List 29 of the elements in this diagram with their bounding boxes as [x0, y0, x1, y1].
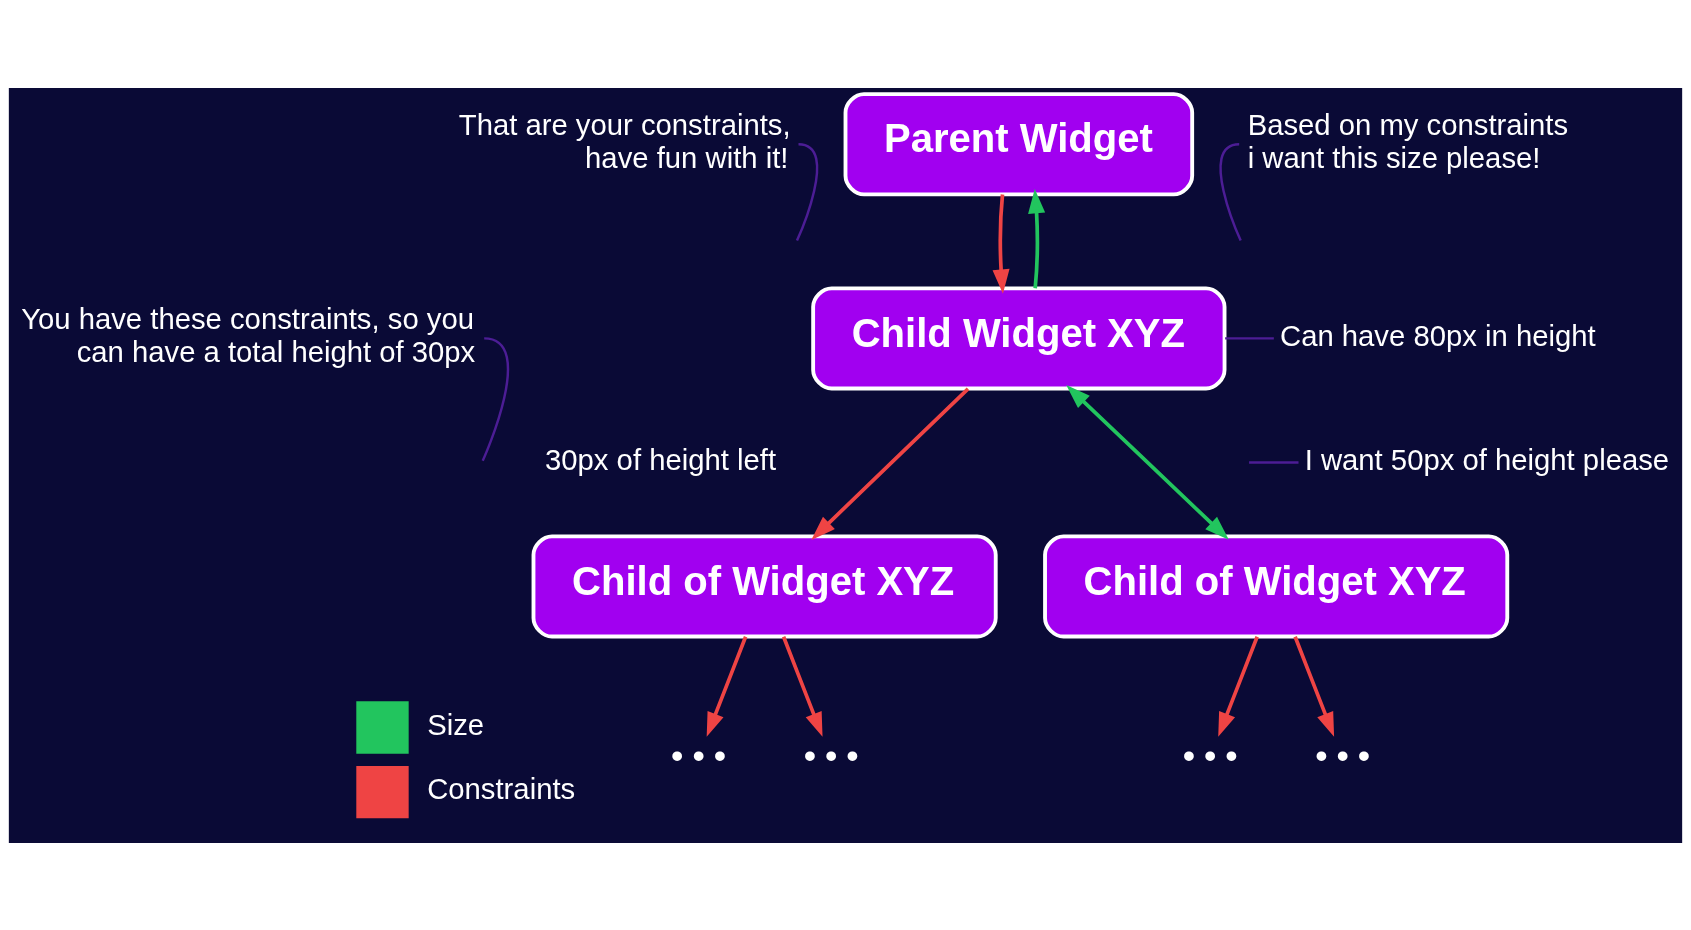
arrow [1028, 188, 1046, 288]
node-text: Based on my constraints i want this size please! [1247, 108, 1569, 174]
arrow [992, 193, 1010, 294]
connector [1249, 460, 1299, 464]
legend-label: Constraints [427, 772, 576, 805]
node-text: You have these constraints, so you can have a total height of 30px [21, 302, 476, 368]
node-box: Child of Widget XYZ [1043, 533, 1510, 638]
node-box: Child Widget XYZ [811, 285, 1227, 390]
node-text: • • • [803, 735, 859, 774]
node-text: Can have 80px in height [1280, 319, 1596, 352]
arrow [811, 387, 970, 540]
node-box: Parent Widget [843, 91, 1195, 196]
node-box: Child of Widget XYZ [531, 533, 998, 638]
arrow [1218, 635, 1259, 737]
node-text: That are your constraints, have fun with it! [458, 108, 791, 174]
arrow [1066, 384, 1229, 540]
node-text: • • • [1182, 735, 1238, 774]
arrow [706, 635, 748, 737]
connector [481, 336, 510, 461]
arrow [1293, 635, 1335, 737]
node-text: • • • [1315, 735, 1370, 774]
connector [1225, 336, 1274, 340]
connector [1219, 142, 1242, 241]
node-text: • • • [671, 735, 726, 774]
arrow [781, 635, 823, 737]
node-text: I want 50px of height please [1304, 443, 1670, 476]
legend-label: Size [427, 708, 485, 741]
label: 30px of height left [545, 443, 777, 476]
connector [795, 142, 819, 241]
